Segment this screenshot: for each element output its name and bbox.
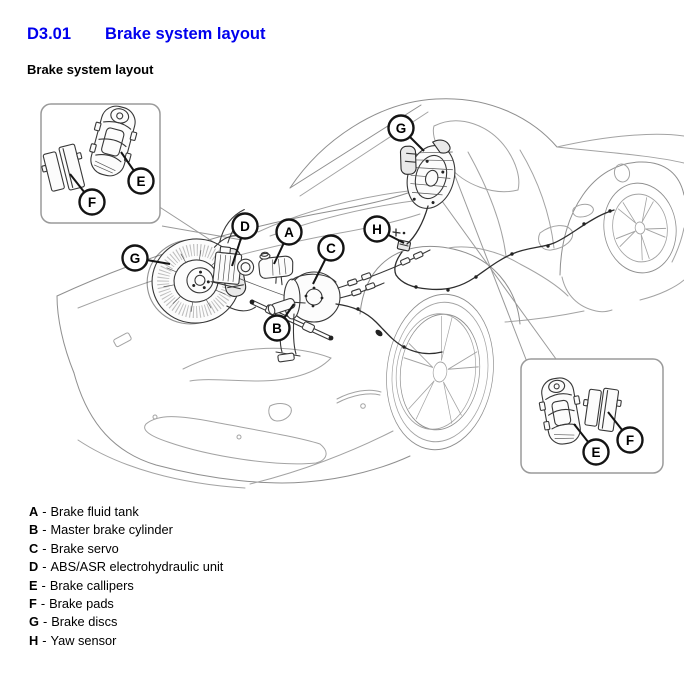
- callout-circle-E: [127, 167, 155, 195]
- yaw-sensor: [392, 228, 411, 252]
- callout-circle-B: [263, 314, 291, 342]
- legend-label: Yaw sensor: [50, 632, 117, 648]
- callout-A: A: [275, 218, 303, 246]
- callout-circle-C: [317, 234, 345, 262]
- rear-wheel-spokes: [615, 197, 667, 261]
- callout-B: B: [263, 314, 291, 342]
- figure-subtitle: Brake system layout: [27, 62, 154, 77]
- legend-label: Brake callipers: [49, 577, 134, 593]
- callout-H: H: [363, 215, 391, 243]
- brake-pads-drawing: [41, 143, 85, 192]
- brake-pipes: [335, 249, 443, 355]
- callout-letter-E: E: [136, 174, 145, 189]
- callout-G: G: [387, 114, 415, 142]
- callout-letter-C: C: [326, 241, 336, 256]
- section-code: D3.01: [27, 25, 72, 43]
- callout-circle-A: [275, 218, 303, 246]
- legend-item-E: E-Brake callipers: [29, 577, 134, 593]
- abs-unit: [210, 246, 255, 290]
- legend-label: ABS/ASR electrohydraulic unit: [50, 559, 224, 575]
- wiring-harness: [394, 205, 615, 292]
- section-heading: D3.01 Brake system layout: [27, 25, 266, 44]
- callout-letter-G: G: [130, 251, 141, 266]
- callout-E: E: [582, 438, 610, 466]
- callout-letter-H: H: [372, 222, 382, 237]
- rear-wheel: [603, 182, 677, 274]
- detail-inset-front: [40, 103, 161, 224]
- caliper-drawing-rear: [538, 377, 581, 445]
- callout-letter-A: A: [284, 225, 294, 240]
- legend-label: Brake fluid tank: [50, 504, 139, 519]
- callout-circle-D: [231, 212, 259, 240]
- callout-letter-G: G: [396, 121, 407, 136]
- legend-item-B: B-Master brake cylinder: [29, 522, 173, 538]
- front-wheel: [386, 293, 494, 451]
- brake-fluid-tank: [258, 251, 294, 286]
- legend-item-F: F-Brake pads: [29, 596, 114, 612]
- callout-circle-F: [616, 426, 644, 454]
- callout-G: G: [121, 244, 149, 272]
- legend-item-H: H-Yaw sensor: [29, 632, 117, 648]
- brake-pads-drawing-rear: [582, 387, 622, 433]
- callout-C: C: [317, 234, 345, 262]
- callout-letter-F: F: [626, 433, 634, 448]
- detail-connector-lines: [157, 167, 557, 363]
- legend: A-Brake fluid tank B-Master brake cylind…: [29, 503, 223, 650]
- legend-label: Master brake cylinder: [50, 522, 173, 538]
- callout-circle-H: [363, 215, 391, 243]
- callout-F: F: [78, 188, 106, 216]
- callout-F: F: [616, 426, 644, 454]
- legend-item-D: D-ABS/ASR electrohydraulic unit: [29, 559, 224, 575]
- callout-letter-B: B: [272, 321, 282, 336]
- legend-label: Brake discs: [51, 614, 118, 630]
- callout-E: E: [127, 167, 155, 195]
- legend-item-G: G-Brake discs: [29, 614, 118, 630]
- legend-label: Brake pads: [49, 596, 114, 612]
- callout-circle-G: [387, 114, 415, 142]
- callout-letter-E: E: [591, 445, 600, 460]
- callout-circle-E: [582, 438, 610, 466]
- legend-item-C: C-Brake servo: [29, 540, 119, 556]
- rear-brake-disc: [399, 139, 456, 209]
- legend-item-A: A-Brake fluid tank: [29, 504, 139, 519]
- callout-D: D: [231, 212, 259, 240]
- callout-letter-F: F: [88, 195, 96, 210]
- callout-circle-F: [78, 188, 106, 216]
- master-cylinder: [267, 298, 306, 363]
- car-outline: [56, 98, 684, 489]
- callouts: E F G D A C B H G E F: [69, 114, 644, 466]
- brake-servo: [283, 271, 341, 323]
- section-title: Brake system layout: [105, 25, 266, 43]
- callout-circle-G: [121, 244, 149, 272]
- callout-letter-D: D: [240, 219, 250, 234]
- front-wheel-spokes: [403, 315, 479, 424]
- legend-label: Brake servo: [50, 540, 119, 556]
- caliper-drawing: [89, 105, 138, 177]
